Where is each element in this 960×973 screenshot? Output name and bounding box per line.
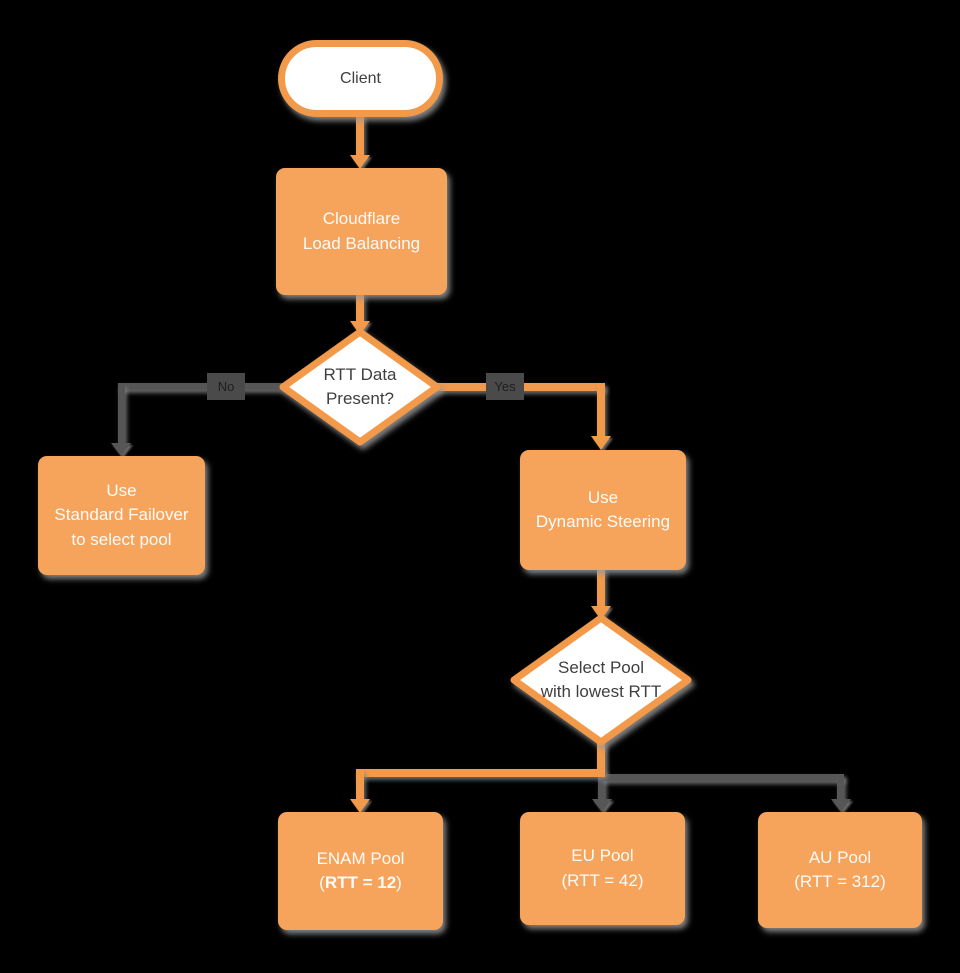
edge-label-no-text: No <box>217 379 235 394</box>
edge-client-to-lb <box>356 114 364 158</box>
edge-yes-vertical <box>597 384 605 438</box>
edge-to-au-horizontal <box>601 774 844 781</box>
edge-ds-to-select-pool <box>597 568 605 610</box>
arrowhead-to-lb <box>350 155 370 169</box>
au-pool-label: AU Pool (RTT = 312) <box>794 847 886 891</box>
edge-label-no: No <box>207 373 245 400</box>
select-pool-shape <box>510 614 692 746</box>
edge-no-horizontal <box>118 383 288 390</box>
select-pool-label: Select Pool with lowest RTT <box>540 658 662 701</box>
standard-failover-label: Use Standard Failover to select pool <box>54 481 189 549</box>
rtt-decision-label: RTT Data Present? <box>323 365 397 408</box>
edge-lb-to-rtt-decision <box>356 293 364 324</box>
rtt-decision-diamond: RTT Data Present? <box>274 323 446 451</box>
load-balancer-label: Cloudflare Load Balancing <box>302 209 421 253</box>
client-label: Client <box>340 69 381 87</box>
edge-to-enam-vertical-top <box>597 740 605 774</box>
enam-rtt-close: ) <box>396 873 402 892</box>
arrowhead-to-eu-pool <box>592 799 612 812</box>
arrowhead-to-enam-pool <box>350 799 370 813</box>
arrowhead-to-select-pool <box>591 606 611 620</box>
eu-pool-label: EU Pool (RTT = 42) <box>561 846 644 890</box>
rtt-decision-shape <box>279 328 441 446</box>
enam-pool-rtt: (RTT = 12) <box>317 871 405 895</box>
load-balancer-node: Cloudflare Load Balancing <box>276 168 447 295</box>
dynamic-steering-label: Use Dynamic Steering <box>535 487 671 531</box>
standard-failover-node: Use Standard Failover to select pool <box>38 456 205 575</box>
enam-pool-title: ENAM Pool <box>316 848 405 868</box>
arrowhead-to-standard-failover <box>111 443 131 456</box>
edge-to-enam-horizontal <box>356 769 605 777</box>
select-pool-diamond: Select Pool with lowest RTT <box>505 609 697 751</box>
au-pool-node: AU Pool (RTT = 312) <box>758 812 922 928</box>
edge-to-enam-vertical-bottom <box>356 770 364 801</box>
enam-pool-node: ENAM Pool (RTT = 12) <box>278 812 443 930</box>
edge-no-vertical <box>118 384 125 445</box>
eu-pool-node: EU Pool (RTT = 42) <box>520 812 685 925</box>
dynamic-steering-node: Use Dynamic Steering <box>520 450 686 570</box>
arrowhead-to-dynamic-steering <box>591 436 611 450</box>
enam-rtt-value: RTT = 12 <box>324 873 397 892</box>
edge-label-yes-text: Yes <box>494 379 516 394</box>
enam-rtt-open: ( <box>319 873 325 892</box>
edge-label-yes: Yes <box>486 373 524 400</box>
client-node: Client <box>278 40 443 117</box>
arrowhead-to-au-pool <box>831 799 851 812</box>
edge-to-au-vertical <box>837 775 844 802</box>
